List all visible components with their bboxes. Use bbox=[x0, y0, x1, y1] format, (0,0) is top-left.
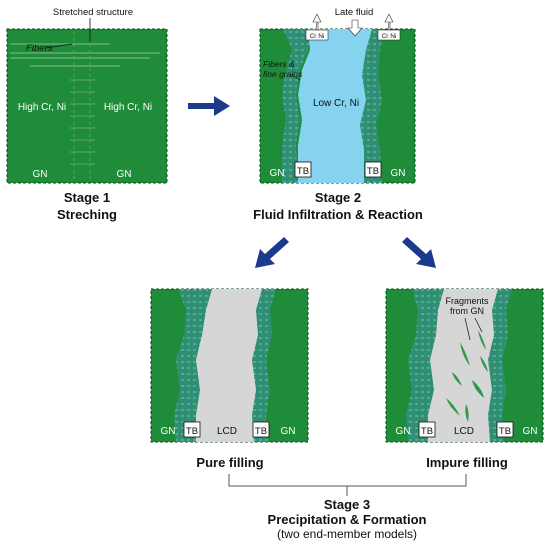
pure-tb-right: TB bbox=[255, 426, 267, 437]
stage1-top-label: Stretched structure bbox=[53, 7, 133, 18]
stage2-center-label: Low Cr, Ni bbox=[313, 98, 359, 109]
stage2-fibers-line2: fine grains bbox=[263, 69, 303, 79]
arrow-to-impure bbox=[402, 237, 436, 268]
pure-tb-left: TB bbox=[186, 426, 198, 437]
stage3-title: Stage 3 bbox=[323, 497, 371, 512]
impure-tb-right: TB bbox=[499, 426, 511, 437]
impure-fragments-line2: from GN bbox=[450, 306, 484, 316]
stage1-right-label: High Cr, Ni bbox=[104, 102, 152, 113]
impure-fragments-line1: Fragments bbox=[445, 296, 489, 306]
stage1-gn-left: GN bbox=[33, 169, 48, 180]
stage2-tb-left: TB bbox=[297, 166, 309, 177]
stage1-title: Stage 1 bbox=[63, 190, 111, 205]
pure-center: LCD bbox=[217, 426, 237, 437]
stage1-fibers-label: Fibers bbox=[26, 43, 53, 54]
pure-panel bbox=[150, 288, 309, 443]
stage2-fibers-line1: Fibers & bbox=[263, 59, 295, 69]
impure-gn-right: GN bbox=[523, 426, 538, 437]
stage1-subtitle: Streching bbox=[57, 207, 117, 222]
stage2-title: Stage 2 bbox=[314, 190, 362, 205]
arrow-stage1-to-stage2 bbox=[188, 96, 230, 116]
stage1-gn-right: GN bbox=[117, 169, 132, 180]
impure-gn-left: GN bbox=[396, 426, 411, 437]
impure-center: LCD bbox=[454, 426, 474, 437]
stage2-late-fluid: Late fluid bbox=[335, 7, 374, 18]
stage2-gn-right: GN bbox=[391, 168, 406, 179]
stage2-crni-left: Cr Ni bbox=[310, 33, 325, 40]
pure-caption: Pure filling bbox=[196, 455, 264, 470]
impure-panel bbox=[385, 288, 544, 443]
stage1-panel bbox=[6, 18, 168, 184]
stage2-crni-right: Cr Ni bbox=[382, 33, 397, 40]
pure-gn-left: GN bbox=[161, 426, 176, 437]
stage2-tb-right: TB bbox=[367, 166, 379, 177]
impure-tb-left: TB bbox=[421, 426, 433, 437]
stage2-subtitle: Fluid Infiltration & Reaction bbox=[253, 207, 423, 222]
impure-caption: Impure filling bbox=[426, 455, 508, 470]
stage3-bracket bbox=[228, 474, 467, 496]
stage1-left-label: High Cr, Ni bbox=[18, 102, 66, 113]
stage2-gn-left: GN bbox=[270, 168, 285, 179]
stage3-note: (two end-member models) bbox=[276, 527, 418, 541]
pure-gn-right: GN bbox=[281, 426, 296, 437]
arrow-to-pure bbox=[255, 237, 289, 268]
stage2-panel bbox=[259, 13, 416, 184]
stage3-subtitle: Precipitation & Formation bbox=[267, 512, 427, 527]
